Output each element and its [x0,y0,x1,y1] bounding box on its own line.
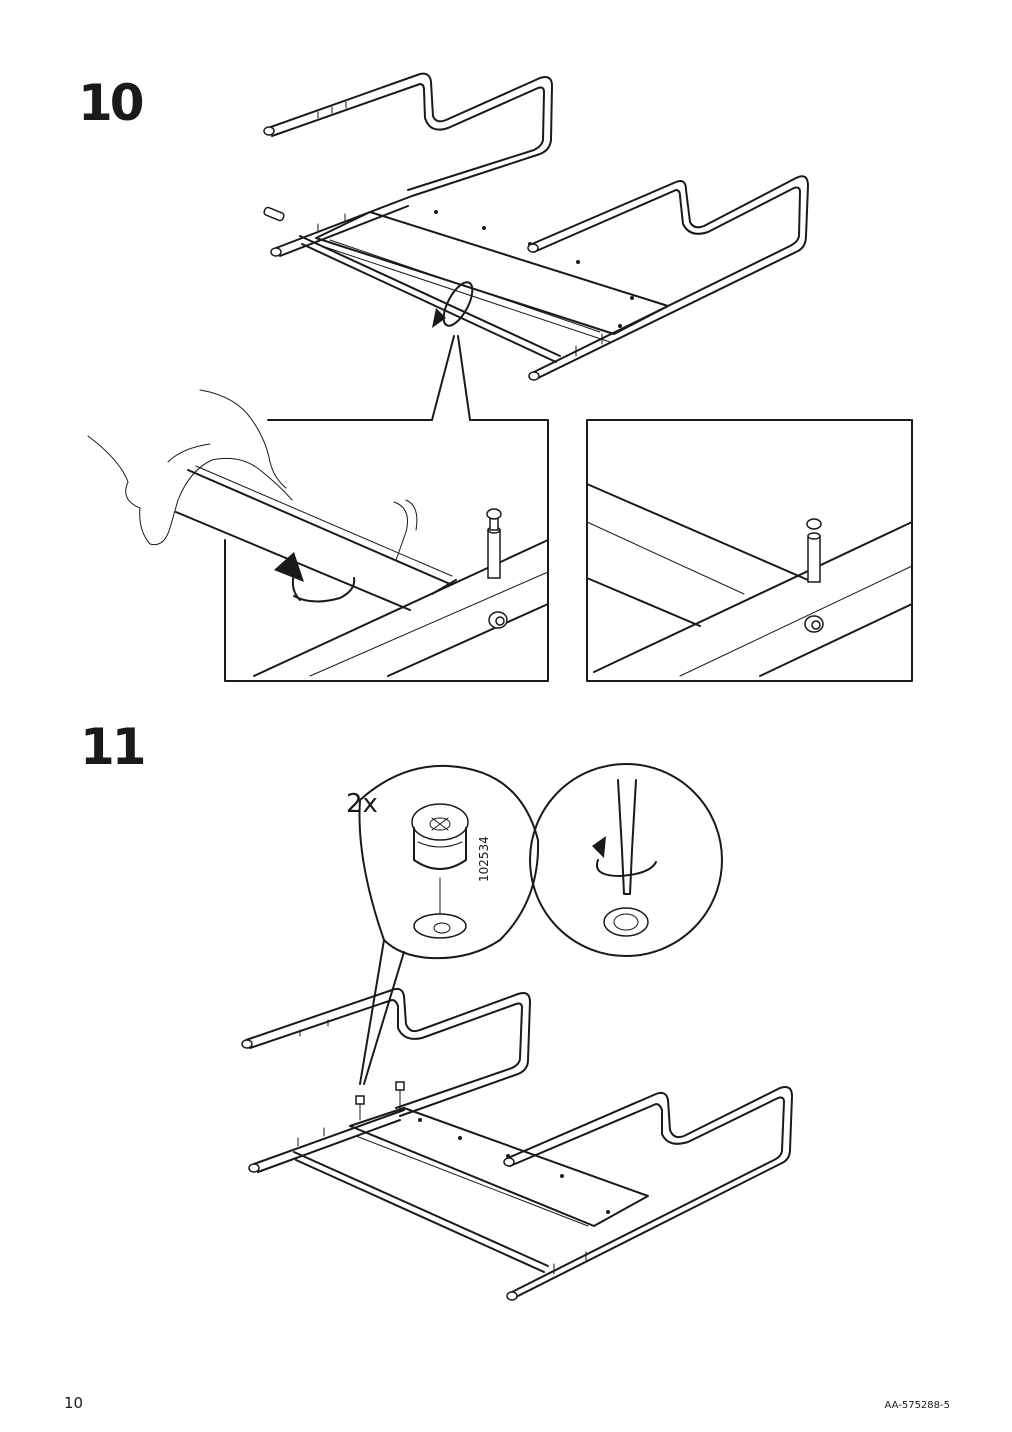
step-10-detail-left [87,389,549,682]
step-10-detail-right [586,419,913,682]
step-11-number: 11 [80,718,147,776]
part-number-label: 102534 [477,836,491,882]
document-code: AA-575288-5 [884,1400,951,1411]
step-11-frame-illustration [241,987,793,1301]
step-10-frame-illustration [263,72,809,421]
step-11-cam-lock-callout: 2x 102534 [346,764,540,1085]
step-10-number: 10 [78,74,145,132]
step-11-screwdriver-callout [529,763,723,957]
quantity-label: 2x [346,789,378,819]
page-number: 10 [64,1394,84,1412]
